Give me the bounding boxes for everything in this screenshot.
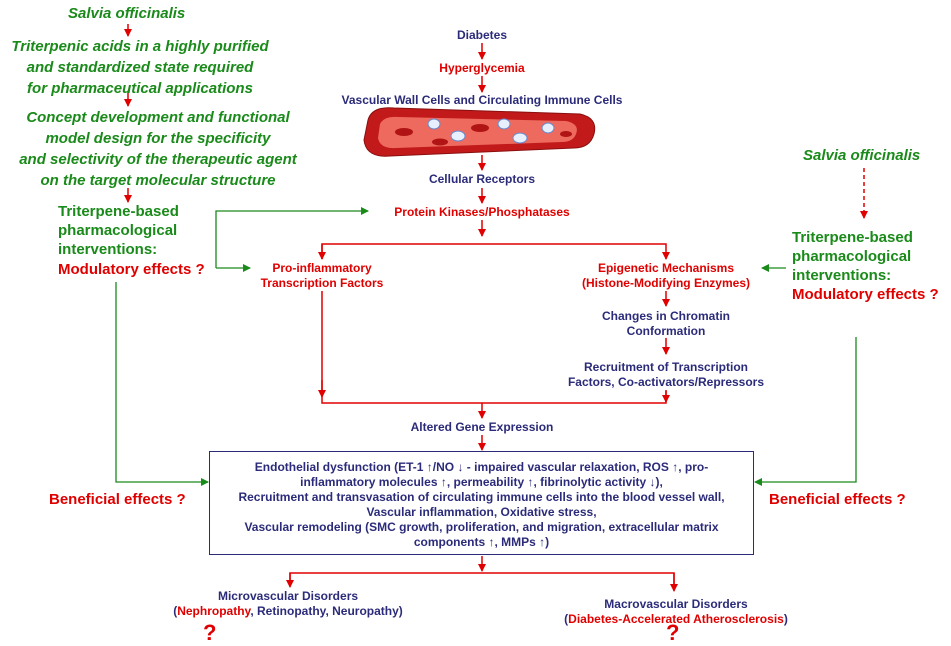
epigenetic-label: Epigenetic Mechanisms (Histone-Modifying… (556, 261, 776, 291)
right-interventions: Triterpene-based pharmacological interve… (792, 228, 913, 285)
protein-kinases-label: Protein Kinases/Phosphatases (394, 205, 570, 219)
left-interventions-line: interventions: (58, 241, 158, 258)
chromatin-label: Changes in Chromatin Conformation (576, 309, 756, 339)
cellular-receptors-label: Cellular Receptors (428, 172, 536, 186)
diabetes-label: Diabetes (456, 28, 508, 42)
macro-question-mark: ? (666, 620, 680, 645)
left-acids-line: and standardized state required (26, 59, 254, 76)
chromatin-line: Conformation (626, 324, 706, 338)
left-modulatory-effects: Modulatory effects ? (58, 261, 205, 278)
macro-close-paren: ) (783, 612, 788, 626)
left-acids-line: Triterpenic acids in a highly purified (11, 38, 269, 55)
box-line: Endothelial dysfunction (ET-1 ↑/NO ↓ - i… (254, 460, 709, 474)
green-to-kinases (215, 207, 369, 268)
hyperglycemia-label: Hyperglycemia (439, 61, 525, 75)
recruitment-line: Recruitment of Transcription (583, 360, 749, 374)
endothelial-dysfunction-box: Endothelial dysfunction (ET-1 ↑/NO ↓ - i… (209, 451, 754, 555)
epigenetic-line: Epigenetic Mechanisms (597, 261, 735, 275)
left-interventions-line: Triterpene-based (58, 203, 179, 220)
micro-rest: , Retinopathy, Neuropathy) (250, 604, 403, 618)
proinflammatory-line: Transcription Factors (260, 276, 384, 290)
left-interventions-line: pharmacological (58, 222, 178, 239)
left-acids-line: for pharmaceutical applications (27, 80, 253, 97)
left-concept-line: Concept development and functional (26, 109, 290, 126)
left-concept-line: and selectivity of the therapeutic agent (19, 151, 297, 168)
microvascular-list: (Nephropathy, Retinopathy, Neuropathy) (150, 604, 426, 619)
recruitment-label: Recruitment of Transcription Factors, Co… (546, 360, 786, 390)
left-concept-text: Concept development and functional model… (6, 107, 310, 191)
recruitment-line: Factors, Co-activators/Repressors (567, 375, 765, 389)
left-plant-name: Salvia officinalis (68, 5, 186, 22)
right-modulatory-effects: Modulatory effects ? (792, 286, 939, 303)
blood-vessel-illustration (363, 107, 596, 157)
left-beneficial-effects: Beneficial effects ? (49, 491, 186, 508)
split-line (321, 243, 670, 260)
right-plant-name: Salvia officinalis (803, 147, 921, 164)
box-line: components ↑, MMPs ↑) (413, 535, 550, 549)
right-interventions-line: Triterpene-based (792, 229, 913, 246)
altered-gene-expression-label: Altered Gene Expression (410, 420, 554, 434)
macrovascular-title: Macrovascular Disorders (604, 597, 748, 611)
atherosclerosis-label: Diabetes-Accelerated Atherosclerosis (568, 612, 784, 626)
micro-open-paren: ( (173, 604, 178, 618)
nephropathy-label: Nephropathy (177, 604, 251, 618)
micro-question-mark: ? (203, 620, 217, 645)
box-text: Endothelial dysfunction (ET-1 ↑/NO ↓ - i… (210, 460, 753, 550)
box-line: Vascular remodeling (SMC growth, prolife… (244, 520, 719, 534)
left-concept-line: model design for the specificity (45, 130, 271, 147)
chromatin-line: Changes in Chromatin (601, 309, 730, 323)
right-beneficial-effects: Beneficial effects ? (769, 491, 906, 508)
bottom-split (289, 572, 675, 586)
box-line: Recruitment and transvasation of circula… (238, 490, 725, 504)
left-concept-line: on the target molecular structure (40, 172, 276, 189)
box-line: Vascular inflammation, Oxidative stress, (366, 505, 597, 519)
proinflammatory-label: Pro-inflammatory Transcription Factors (232, 261, 412, 291)
left-interventions: Triterpene-based pharmacological interve… (58, 202, 179, 259)
green-left-to-box (115, 282, 209, 486)
macrovascular-list: (Diabetes-Accelerated Atherosclerosis) (536, 612, 816, 627)
microvascular-title: Microvascular Disorders (217, 589, 359, 603)
green-right-to-box (754, 337, 857, 486)
left-acids-text: Triterpenic acids in a highly purified a… (2, 36, 278, 99)
vascular-cells-label: Vascular Wall Cells and Circulating Immu… (341, 93, 623, 107)
right-interventions-line: pharmacological (792, 248, 912, 265)
macro-open-paren: ( (564, 612, 569, 626)
right-interventions-line: interventions: (792, 267, 892, 284)
box-line: inflammatory molecules ↑, permeability ↑… (300, 475, 663, 489)
epigenetic-line: (Histone-Modifying Enzymes) (581, 276, 750, 290)
proinflammatory-line: Pro-inflammatory (272, 261, 372, 275)
